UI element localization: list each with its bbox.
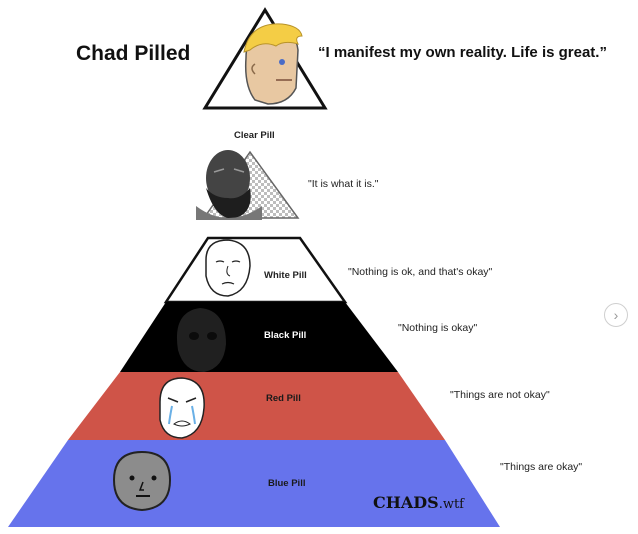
chad-pilled-quote: “I manifest my own reality. Life is grea… (318, 44, 607, 61)
white-pill-band (163, 236, 348, 304)
white-pill-quote: "Nothing is ok, and that's okay" (348, 266, 493, 278)
red-pill-label: Red Pill (266, 393, 301, 404)
chad-face-icon (243, 23, 303, 105)
bald-man-icon (196, 150, 262, 220)
black-pill-quote: "Nothing is okay" (398, 322, 478, 334)
blue-pill-band (8, 440, 500, 527)
clear-pill-label: Clear Pill (234, 130, 275, 141)
npc-icon (112, 450, 172, 512)
blue-pill-label: Blue Pill (268, 478, 306, 489)
watermark-name: CHADS (373, 493, 439, 512)
doomer-shadow-icon (176, 308, 226, 372)
chad-pilled-title: Chad Pilled (76, 42, 191, 65)
black-pill-label: Black Pill (264, 330, 307, 341)
watermark-domain: .wtf (438, 497, 464, 512)
crying-wojak-icon (159, 377, 205, 439)
next-image-button[interactable]: › (604, 303, 628, 327)
wojak-icon (205, 239, 251, 297)
clear-pill-quote: "It is what it is." (308, 178, 379, 190)
next-arrow-icon: › (613, 307, 619, 323)
red-pill-quote: "Things are not okay" (450, 389, 550, 401)
red-pill-band (68, 372, 445, 440)
black-pill-band (120, 302, 398, 372)
blue-pill-quote: "Things are okay" (500, 461, 583, 473)
white-pill-label: White Pill (264, 270, 307, 281)
watermark: CHADS.wtf (373, 493, 464, 512)
